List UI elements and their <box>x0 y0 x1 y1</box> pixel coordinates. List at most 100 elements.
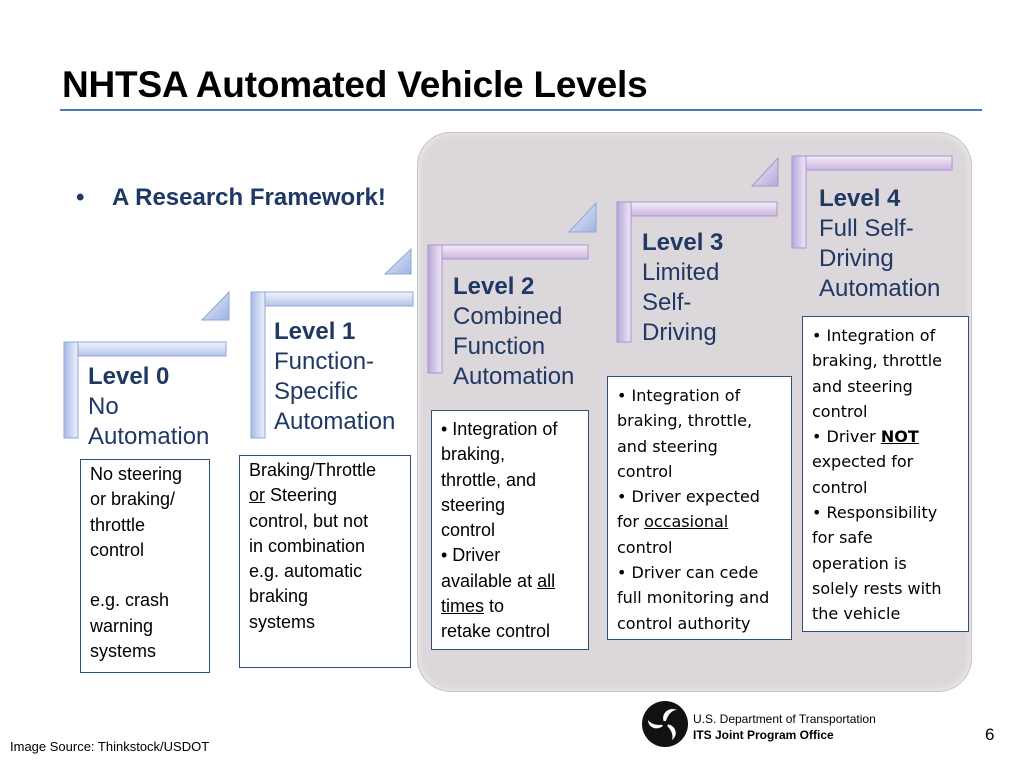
level-2-desc-line: times to <box>441 594 580 619</box>
step-1-riser <box>250 291 266 439</box>
level-1-steering-text: Steering <box>265 485 338 506</box>
level-1-desc-line: control, but not <box>249 510 369 531</box>
level-3-desc-line: • Driver can cede <box>617 563 759 583</box>
level-3-name-line-3: Driving <box>642 319 717 346</box>
level-1-heading: Level 1 Function- Specific Automation <box>274 317 395 437</box>
level-3-desc-line: for occasional <box>617 509 783 534</box>
page-number: 6 <box>985 725 995 744</box>
level-2-name-line-1: Combined <box>453 303 563 330</box>
research-bullet: • A Research Framework! <box>76 184 386 212</box>
level-3-desc-line: braking, throttle, <box>617 411 753 431</box>
level-3-desc-line: • Driver expected <box>617 487 760 507</box>
level-3-description: • Integration of braking, throttle, and … <box>607 376 792 640</box>
level-4-desc-line: and steering <box>812 376 913 396</box>
level-2-desc-line: steering <box>441 494 506 515</box>
level-2-heading: Level 2 Combined Function Automation <box>453 272 574 392</box>
level-0-number: Level 0 <box>88 363 170 390</box>
level-4-driver-text: • Driver <box>812 427 881 447</box>
level-0-desc-line: No steering <box>90 464 183 484</box>
level-3-occasional-underlined: occasional <box>644 512 729 532</box>
level-1-desc-line: braking <box>249 586 309 607</box>
usdot-triskelion-logo-icon <box>642 701 688 747</box>
level-2-desc-line: throttle, and <box>441 469 537 490</box>
department-name: U.S. Department of Transportation <box>693 712 876 726</box>
level-4-desc-line: • Driver NOT <box>812 424 960 449</box>
level-0-desc-line: systems <box>90 641 157 662</box>
step-0-riser <box>63 341 79 439</box>
level-1-desc-line: Braking/Throttle <box>249 460 377 480</box>
level-3-desc-line: full monitoring and <box>617 588 770 608</box>
level-2-all-underlined: all <box>537 570 556 591</box>
level-2-to-text: to <box>484 596 505 617</box>
level-3-name-line-1: Limited <box>642 259 720 286</box>
level-1-name-line-3: Automation <box>274 408 396 435</box>
level-0-desc-blank <box>90 563 201 588</box>
level-2-name-line-2: Function <box>453 333 546 360</box>
level-0-name-line-2: Automation <box>88 423 210 450</box>
level-4-not-emphasis: NOT <box>880 427 919 447</box>
level-4-desc-line: operation is <box>812 553 907 573</box>
level-3-desc-line: and steering <box>617 436 718 456</box>
level-2-description: • Integration of braking, throttle, and … <box>431 410 589 650</box>
step-1-arrow <box>383 247 412 275</box>
level-4-desc-line: the vehicle <box>812 604 901 624</box>
level-1-desc-line: e.g. automatic <box>249 561 363 582</box>
step-0-bar <box>63 341 227 357</box>
level-3-for-text: for <box>617 512 645 532</box>
level-0-desc-line: throttle <box>90 514 146 535</box>
level-1-or-underlined: or <box>249 485 266 506</box>
step-1-bar <box>250 291 414 307</box>
level-4-desc-line: control <box>812 477 868 497</box>
level-3-desc-line: control authority <box>617 613 751 633</box>
level-1-desc-line: systems <box>249 611 316 632</box>
level-1-desc-line: or Steering <box>249 483 402 508</box>
level-1-name-line-1: Function- <box>274 348 375 375</box>
level-4-desc-line: braking, throttle <box>812 351 942 371</box>
level-4-desc-line: expected for <box>812 452 914 472</box>
level-1-desc-line: in combination <box>249 535 366 556</box>
bullet-dot: • <box>76 184 85 211</box>
level-1-name-line-2: Specific <box>274 378 359 405</box>
level-4-name-line-2: Driving <box>819 245 894 272</box>
level-2-name-line-3: Automation <box>453 363 575 390</box>
title-rule <box>60 109 982 111</box>
level-4-name-line-3: Automation <box>819 275 941 302</box>
level-2-desc-line: • Driver <box>441 545 501 566</box>
level-4-desc-line: • Integration of <box>812 326 936 345</box>
level-4-number: Level 4 <box>819 185 901 212</box>
level-4-desc-line: control <box>812 401 868 421</box>
level-0-desc-line: warning <box>90 615 154 636</box>
level-2-times-underlined: times <box>441 596 485 617</box>
level-3-desc-line: control <box>617 537 673 557</box>
level-0-desc-line: e.g. crash <box>90 590 170 611</box>
level-3-number: Level 3 <box>642 229 724 256</box>
level-3-heading: Level 3 Limited Self- Driving <box>642 228 723 348</box>
level-1-description: Braking/Throttle or Steering control, bu… <box>239 455 411 668</box>
level-2-desc-line: available at all <box>441 569 580 594</box>
level-4-heading: Level 4 Full Self- Driving Automation <box>819 184 940 304</box>
level-2-desc-line: control <box>441 520 496 541</box>
dot-branding: U.S. Department of Transportation ITS Jo… <box>693 711 876 743</box>
image-source-credit: Image Source: Thinkstock/USDOT <box>10 739 210 754</box>
step-0-arrow <box>200 290 230 321</box>
level-2-desc-line: • Integration of <box>441 419 558 439</box>
level-0-heading: Level 0 No Automation <box>88 362 209 452</box>
level-3-name-line-2: Self- <box>642 289 692 316</box>
level-4-desc-line: solely rests with <box>812 578 942 598</box>
level-2-available-text: available at <box>441 570 538 591</box>
level-4-description: • Integration of braking, throttle and s… <box>802 316 969 632</box>
level-0-desc-line: or braking/ <box>90 489 176 510</box>
level-0-desc-line: control <box>90 539 145 560</box>
level-2-number: Level 2 <box>453 273 535 300</box>
level-1-number: Level 1 <box>274 318 356 345</box>
slide-title: NHTSA Automated Vehicle Levels <box>62 64 648 105</box>
bullet-text: A Research Framework! <box>112 184 386 211</box>
level-0-name-line-1: No <box>88 393 119 420</box>
level-3-desc-line: • Integration of <box>617 386 741 405</box>
level-0-description: No steering or braking/ throttle control… <box>80 459 210 673</box>
level-2-desc-line: retake control <box>441 621 551 642</box>
office-name: ITS Joint Program Office <box>693 728 834 742</box>
level-4-name-line-1: Full Self- <box>819 215 914 242</box>
level-4-desc-line: for safe <box>812 528 873 548</box>
level-2-desc-line: braking, <box>441 444 506 465</box>
